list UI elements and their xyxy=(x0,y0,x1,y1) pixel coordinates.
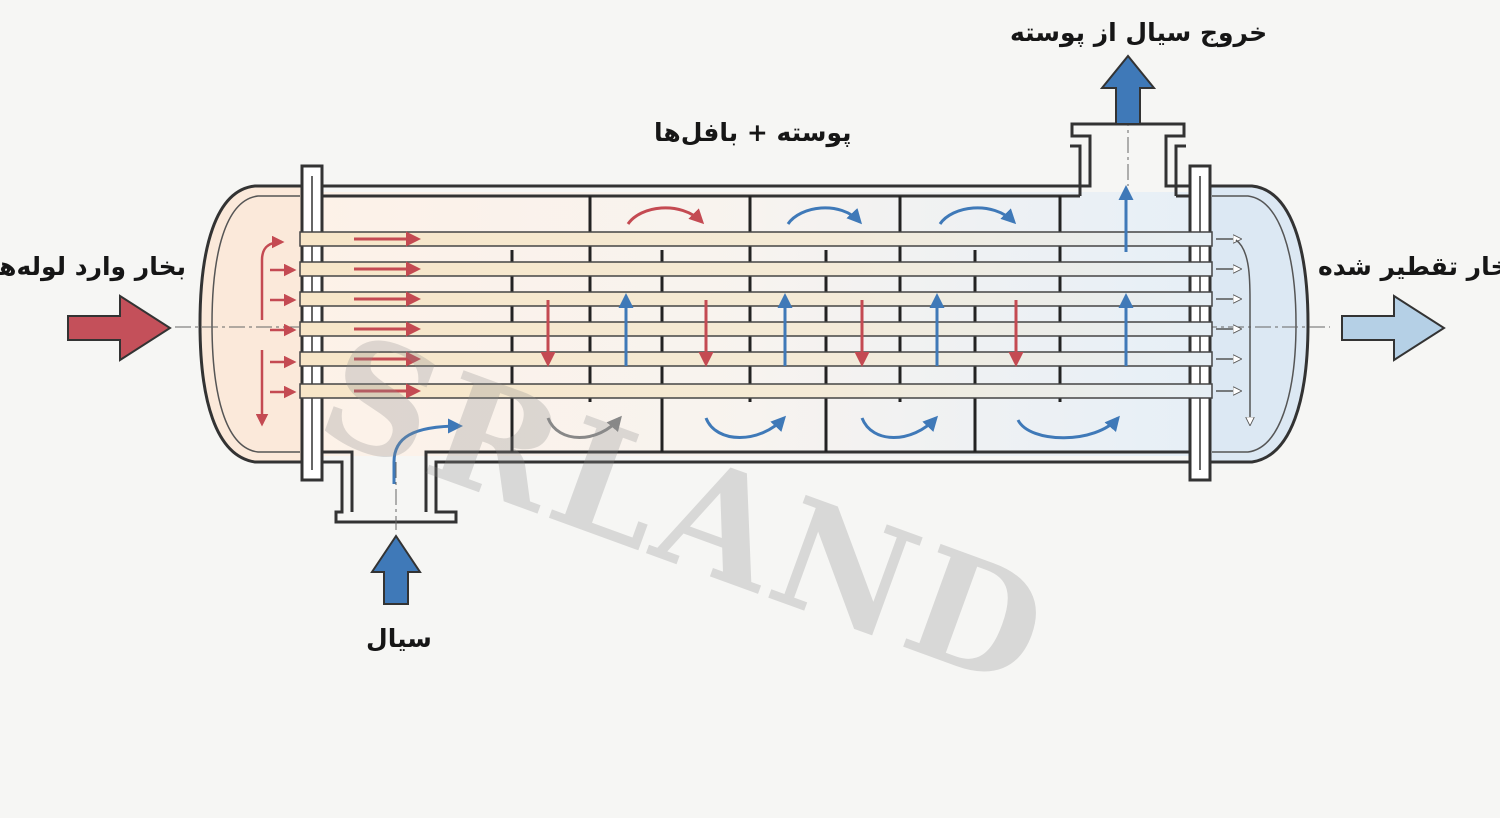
tube-bundle xyxy=(299,231,1213,399)
shell-side-curved-arrows-top xyxy=(626,206,1017,225)
steam-inlet-label: بخار وارد لوله‌ها xyxy=(0,252,186,281)
right-head xyxy=(1208,184,1310,464)
fluid-inlet-label: سیال xyxy=(366,624,432,653)
fluid-outlet-arrow xyxy=(1099,54,1157,125)
left-head xyxy=(198,184,304,464)
fluid-inlet-arrow xyxy=(370,534,422,605)
shell-walls xyxy=(322,122,1190,524)
shell-side-vertical-arrows xyxy=(540,185,1134,367)
shell-side-curved-arrows-bottom xyxy=(392,415,1120,484)
shell-and-baffles-label: پوسته + بافل‌ها xyxy=(654,118,852,147)
steam-inlet-arrow xyxy=(67,294,172,362)
condensed-steam-label: بخار تقطیر شده xyxy=(1318,252,1500,281)
tube-outlet-arrows xyxy=(1216,239,1250,424)
tube-side-distribution-arrows xyxy=(255,235,297,427)
tube-flow-arrows xyxy=(354,231,421,399)
condensed-steam-outlet-arrow xyxy=(1341,294,1446,362)
fluid-outlet-label: خروج سیال از پوسته xyxy=(1010,18,1268,47)
